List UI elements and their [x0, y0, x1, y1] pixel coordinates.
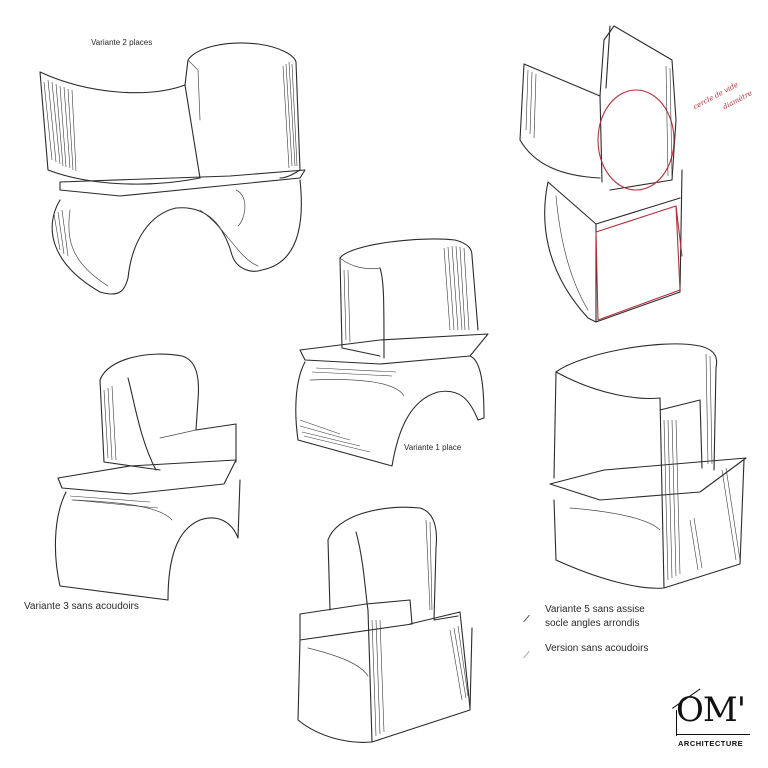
label-variant-five-line2: socle angles arrondis	[545, 618, 640, 629]
logo-rule	[676, 734, 750, 735]
label-variant-two-seats: Variante 2 places	[91, 38, 153, 47]
sketch-one-seat-chair	[295, 238, 489, 467]
logo-subtitle: ARCHITECTURE	[678, 739, 744, 748]
om-architecture-logo: OM' ARCHITECTURE	[668, 688, 758, 758]
sketch-variant-three-chair	[54, 353, 241, 601]
sketch-no-armrest-chair	[549, 343, 747, 589]
label-variant-one-seat: Variante 1 place	[404, 443, 462, 452]
label-variant-five-line1: Variante 5 sans assise	[545, 604, 645, 615]
sketch-variant-five-chair	[297, 506, 473, 743]
label-variant-three: Variante 3 sans acoudoirs	[24, 601, 139, 612]
logo-vertical-stroke	[676, 710, 677, 736]
logo-mark: OM'	[676, 690, 746, 730]
sketch-two-seat-chair	[39, 42, 306, 295]
label-version-no-armrests: Version sans acoudoirs	[545, 643, 649, 654]
sketch-circle-void-chair	[519, 25, 683, 323]
